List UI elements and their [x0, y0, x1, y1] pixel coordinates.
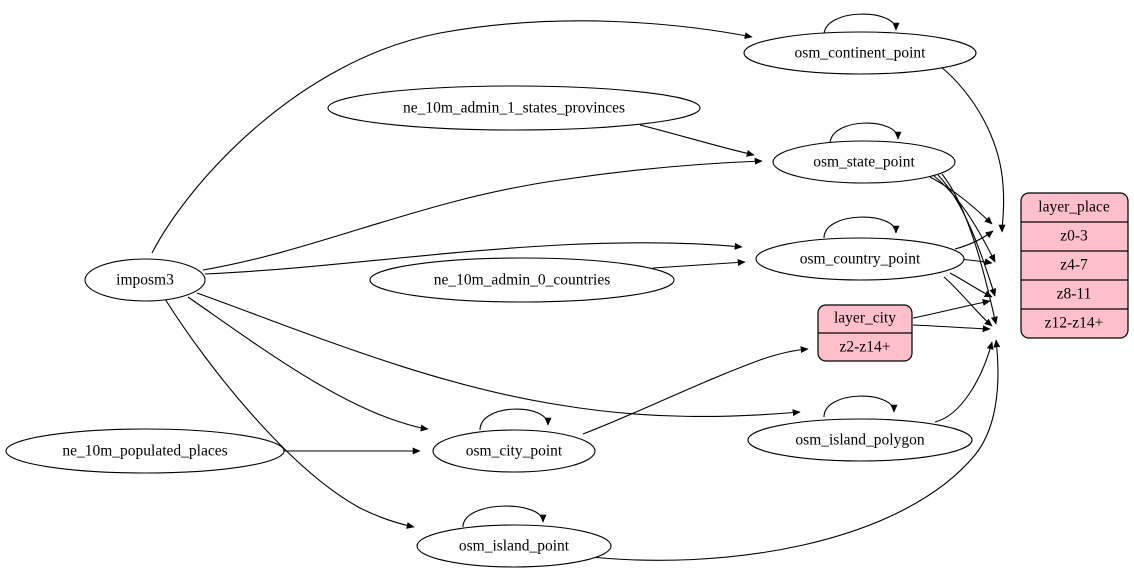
- node-ne_10m_admin_0_countries[interactable]: ne_10m_admin_0_countries: [369, 257, 675, 303]
- node-osm_continent_point[interactable]: osm_continent_point: [743, 31, 977, 75]
- edge-ne_10m_admin_0_countries-to-osm_country_point[interactable]: [652, 259, 746, 269]
- edge-osm_island_point-to-layer_place-z12-z14[interactable]: [581, 339, 1001, 561]
- edge-imposm3-to-osm_island_polygon[interactable]: [196, 292, 801, 418]
- edge-osm_continent_point-to-layer_place-z0-3[interactable]: [939, 65, 1006, 233]
- node-ne_10m_populated_places[interactable]: ne_10m_populated_places: [5, 428, 285, 474]
- edge-imposm3-to-osm_island_point[interactable]: [164, 298, 415, 529]
- record-layer_place[interactable]: layer_place z0-3 z4-7 z8-11 z12-z14+: [1020, 192, 1129, 339]
- node-osm_island_point[interactable]: osm_island_point: [416, 524, 612, 568]
- edge-osm_country_point-to-layer_place-z12-z14[interactable]: [943, 276, 993, 327]
- edge-imposm3-to-osm_continent_point[interactable]: [151, 20, 753, 254]
- edge-osm_country_point-to-layer_place-z0-3[interactable]: [954, 230, 994, 250]
- edge-osm_state_point-self-loop[interactable]: [829, 122, 902, 145]
- edge-osm_state_point-to-layer_place-z0-3[interactable]: [929, 176, 993, 225]
- edge-imposm3-to-osm_state_point[interactable]: [202, 157, 763, 271]
- edge-osm_island_point-self-loop[interactable]: [462, 505, 547, 528]
- node-osm_city_point[interactable]: osm_city_point: [432, 429, 596, 473]
- edge-osm_state_point-to-layer_place-z8-11[interactable]: [937, 174, 997, 297]
- edge-osm_country_point-to-layer_place-z8-11[interactable]: [949, 272, 993, 298]
- edge-imposm3-to-osm_city_point[interactable]: [187, 296, 429, 432]
- edge-osm_island_polygon-self-loop[interactable]: [823, 395, 898, 418]
- record-layer_city[interactable]: layer_city z2-z14+: [817, 304, 913, 362]
- edge-osm_continent_point-self-loop[interactable]: [823, 13, 900, 36]
- node-osm_country_point[interactable]: osm_country_point: [755, 237, 965, 281]
- node-osm_island_polygon[interactable]: osm_island_polygon: [747, 418, 973, 462]
- edge-osm_country_point-self-loop[interactable]: [823, 216, 900, 239]
- edge-imposm3-to-osm_country_point[interactable]: [204, 242, 743, 275]
- edge-osm_island_polygon-to-layer_place-z12-z14[interactable]: [934, 341, 994, 423]
- edge-osm_city_point-self-loop[interactable]: [479, 408, 552, 431]
- node-ne_10m_admin_1_states_provinces[interactable]: ne_10m_admin_1_states_provinces: [327, 85, 701, 131]
- node-osm_state_point[interactable]: osm_state_point: [772, 140, 956, 184]
- edge-osm_state_point-to-layer_place-z12-z14[interactable]: [941, 173, 998, 325]
- edge-osm_city_point-to-layer_city-z2-z14[interactable]: [582, 346, 809, 435]
- edge-ne_10m_admin_1_states_provinces-to-osm_state_point[interactable]: [639, 124, 755, 157]
- edge-layer_city-to-layer_place-z8-11[interactable]: [912, 299, 991, 319]
- node-imposm3[interactable]: imposm3: [84, 258, 206, 302]
- edge-layer_city-to-layer_place-z12-z14[interactable]: [912, 324, 991, 333]
- edge-osm_state_point-to-layer_place-z4-7[interactable]: [933, 175, 996, 263]
- edges-layer: [151, 13, 1006, 561]
